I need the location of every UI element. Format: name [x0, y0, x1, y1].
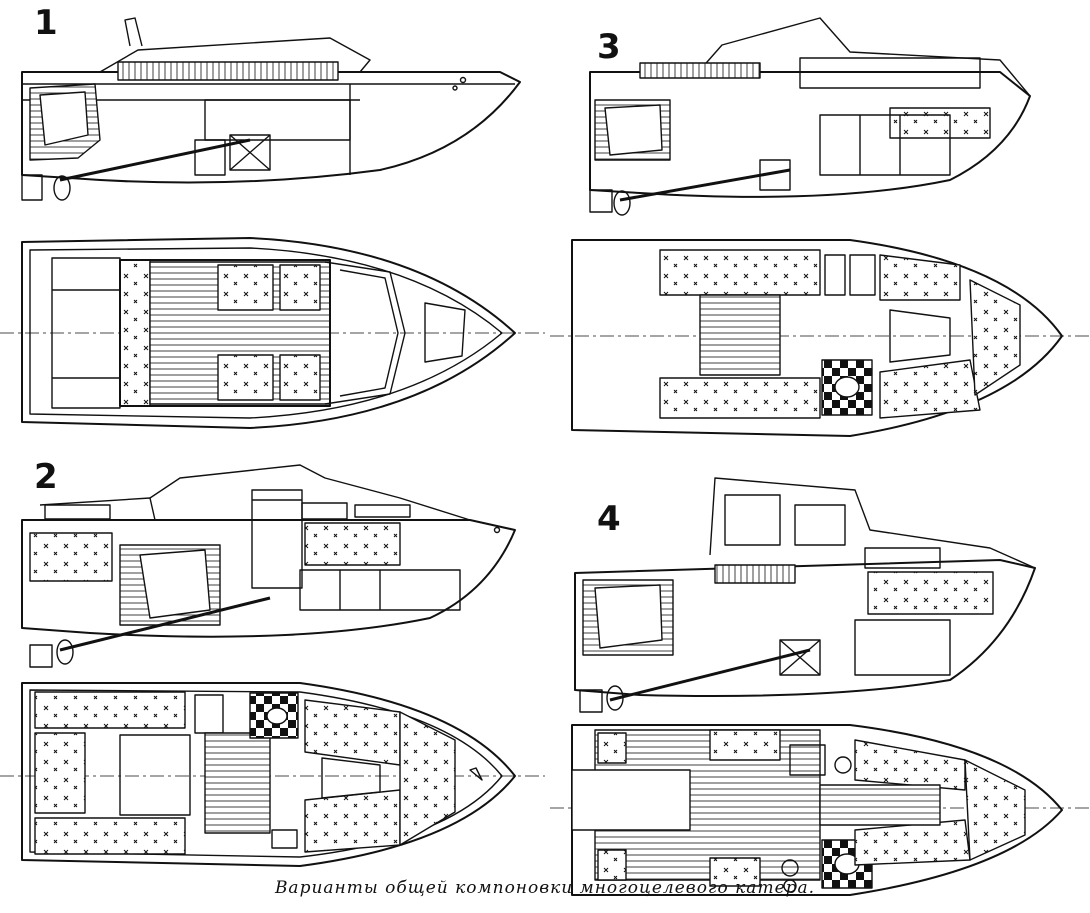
variant-2-label: 2: [34, 457, 58, 497]
variant-4-label: 4: [597, 499, 621, 539]
variant-3-side-view: [589, 17, 1031, 216]
variant-3-plan-view: [550, 239, 1090, 437]
variant-4-plan-view: [550, 724, 1090, 896]
variant-2-side-view: [21, 464, 516, 668]
variant-1-side-view: [21, 17, 521, 201]
variant-3-label: 3: [597, 27, 621, 67]
variant-4-side-view: [574, 477, 1036, 713]
variant-2-plan-view: [0, 682, 545, 867]
variant-1-plan-view: [0, 237, 545, 429]
variant-1-label: 1: [34, 3, 58, 43]
figure-caption: Варианты общей компоновки многоцелевого …: [274, 878, 816, 898]
